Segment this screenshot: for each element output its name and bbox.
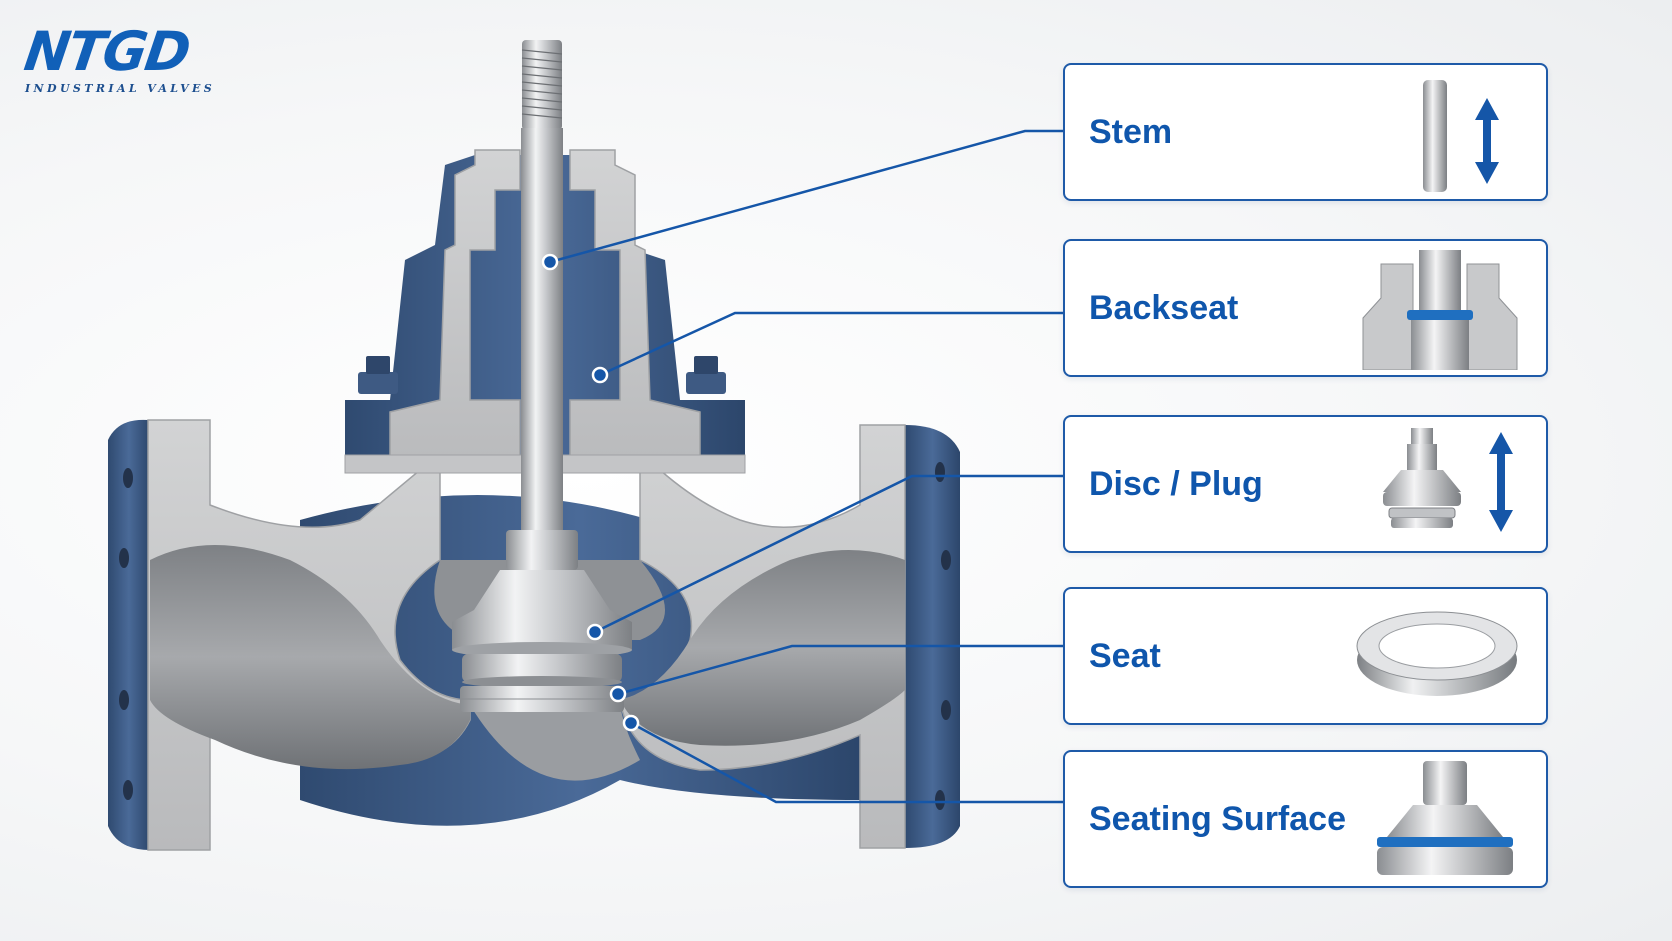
up-down-arrow-icon: [1475, 98, 1499, 184]
ntgd-logo: NTGD INDUSTRIAL VALVES: [21, 20, 240, 97]
disc-plug-icon: [1383, 428, 1513, 532]
part-label-backseat: Backseat: [1089, 289, 1239, 327]
dot-stem: [541, 253, 559, 271]
part-label-seating-surface: Seating Surface: [1089, 800, 1346, 838]
logo-subtitle: INDUSTRIAL VALVES: [25, 82, 216, 95]
bonnet-bolts: [358, 356, 726, 394]
seat-ring-icon: [1356, 611, 1518, 696]
seating-surface-icon: [1377, 761, 1513, 875]
valve-stem: [506, 40, 578, 570]
dot-seating-surface: [622, 714, 640, 732]
stem-rod-icon: [1423, 80, 1499, 192]
leader-seat: [617, 644, 1063, 696]
part-card-disc-plug: Disc / Plug: [1063, 415, 1548, 553]
part-label-disc-plug: Disc / Plug: [1089, 465, 1263, 503]
leader-disc: [594, 474, 1063, 634]
part-card-seat: Seat: [1063, 587, 1548, 725]
dot-backseat: [591, 366, 609, 384]
dot-seat: [609, 685, 627, 703]
leader-backseat: [599, 311, 1063, 377]
part-card-stem: Stem: [1063, 63, 1548, 201]
valve-body: [108, 419, 960, 851]
part-card-backseat: Backseat: [1063, 239, 1548, 377]
part-label-stem: Stem: [1089, 113, 1173, 151]
backseat-cutaway-icon: [1362, 250, 1518, 370]
callout-leaders: [549, 129, 1063, 804]
part-card-seating-surface: Seating Surface: [1063, 750, 1548, 888]
valve-seat-ring: [460, 686, 624, 712]
callout-dots: [541, 253, 640, 732]
dot-disc: [586, 623, 604, 641]
part-label-seat: Seat: [1089, 637, 1161, 675]
leader-seating-surface: [630, 721, 1063, 804]
leader-stem: [549, 129, 1063, 264]
logo-mark: NTGD: [20, 20, 193, 83]
up-down-arrow-icon: [1489, 432, 1513, 532]
